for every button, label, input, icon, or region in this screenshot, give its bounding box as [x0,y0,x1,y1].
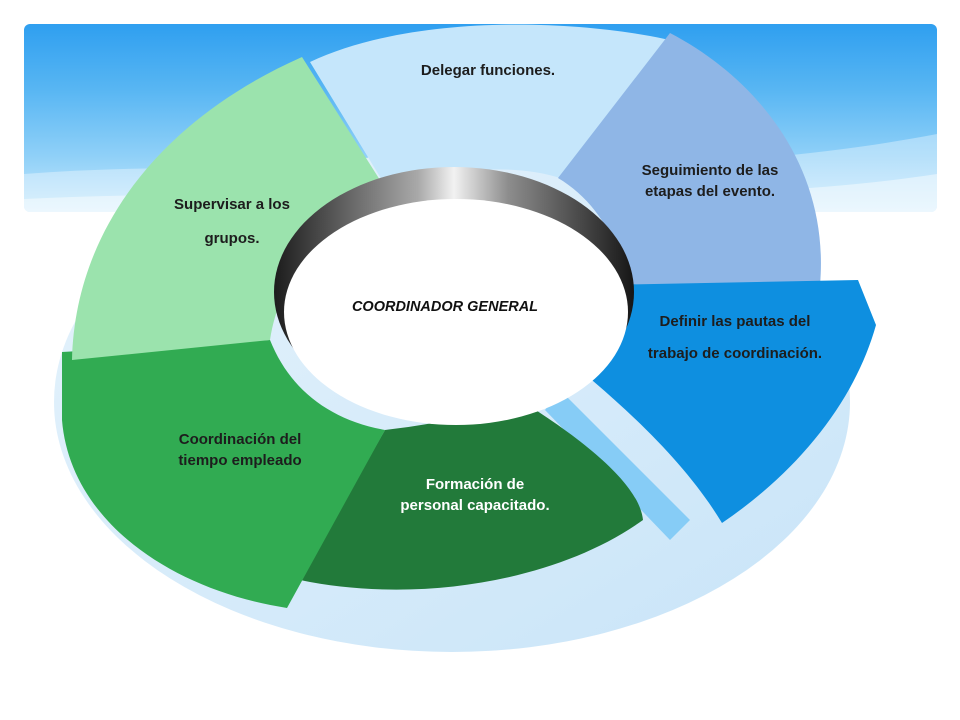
label-delegar-line-1: Delegar funciones. [420,62,556,79]
label-supervisar-line-2: grupos. [204,230,260,247]
segment-formacion [300,400,643,590]
label-seguimiento-line-1: Seguimiento de las [641,162,779,179]
center-hub [284,199,628,425]
label-definir-line-1: Definir las pautas del [659,313,811,330]
label-seguimiento: Seguimiento de las etapas del evento. [600,160,820,202]
label-supervisar-line-1: Supervisar a los [174,196,290,213]
label-definir-line-2: trabajo de coordinación. [647,345,823,362]
segment-definir [580,280,876,523]
label-formacion-line-2: personal capacitado. [400,497,550,514]
center-label: COORDINADOR GENERAL [351,299,539,315]
label-seguimiento-line-2: etapas del evento. [644,183,776,200]
label-formacion: Formación de personal capacitado. [365,474,585,516]
segment-supervisar [72,57,385,360]
definir-shadow [545,390,690,540]
label-coordinacion-line-1: Coordinación del [178,431,302,448]
segment-seguimiento [558,33,821,285]
label-delegar: Delegar funciones. [388,60,588,81]
label-formacion-line-1: Formación de [425,476,525,493]
segment-delegar [310,24,690,190]
label-coordinacion-line-2: tiempo empleado [178,452,302,469]
label-definir: Definir las pautas del trabajo de coordi… [615,306,855,370]
segment-coordinacion [62,340,385,608]
label-coordinacion: Coordinación del tiempo empleado [130,429,350,471]
label-supervisar: Supervisar a los grupos. [132,188,332,256]
